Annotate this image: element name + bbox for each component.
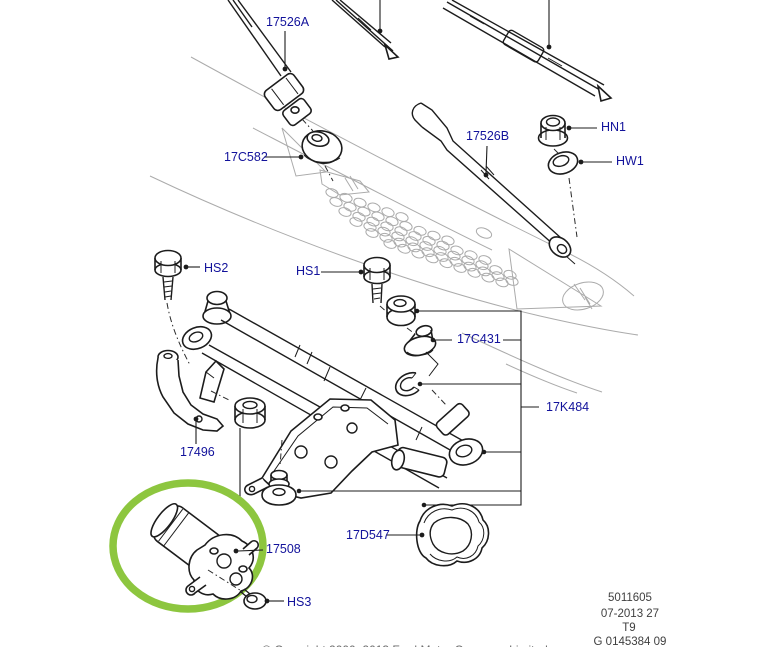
wiper-arm-b: [411, 102, 576, 265]
group-bracket-17k484: [296, 308, 539, 508]
callout-17508[interactable]: 17508: [266, 542, 301, 556]
linkage-17k484: [181, 290, 484, 499]
callout-HS3[interactable]: HS3: [287, 595, 311, 609]
retaining-clip: [394, 371, 420, 397]
wiper-blade-b: [442, 0, 613, 103]
cowl-panel-outline: [149, 56, 639, 394]
pivot-cap-17c582: [301, 130, 343, 182]
callout-17K484[interactable]: 17K484: [546, 400, 589, 414]
grommet-lower: [261, 439, 297, 506]
callout-17C431[interactable]: 17C431: [457, 332, 501, 346]
copyright-line: © Copyright 2000, 2013 Ford Motor Compan…: [262, 643, 548, 647]
bracket-17496: [155, 349, 232, 432]
washer-hw1: [547, 151, 579, 238]
cowl-vent-pattern: [325, 188, 519, 288]
bolt-hs1: [363, 256, 397, 321]
highlight-circle: [109, 479, 267, 613]
callout-17526B[interactable]: 17526B: [466, 129, 509, 143]
assembly-axis: [425, 351, 448, 407]
doc-number: 5011605: [608, 592, 652, 604]
wiper-blade-end: [331, 0, 400, 60]
wiper-motor-17508: [150, 503, 260, 600]
callout-17496[interactable]: 17496: [180, 445, 215, 459]
callout-17D547[interactable]: 17D547: [346, 528, 390, 542]
callout-HS1[interactable]: HS1: [296, 264, 320, 278]
callout-HS2[interactable]: HS2: [204, 261, 228, 275]
footer-block: 5011605 07-2013 27 T9 G 0145384 09 © Cop…: [262, 592, 666, 647]
drawing-number: G 0145384 09: [594, 636, 667, 647]
callout-labels: 17526A 17C582 17526B HN1 HW1 HS2 HS1 17C…: [180, 15, 644, 609]
mount-nut: [234, 397, 266, 502]
date-code: 07-2013 27: [601, 608, 659, 620]
wiper-arm-a: [227, 0, 314, 132]
grommet-upper: [386, 295, 416, 335]
leader-lines: [183, 0, 612, 604]
nut-hn1: [537, 114, 569, 156]
sheet-code: T9: [622, 622, 635, 634]
callout-17C582[interactable]: 17C582: [224, 150, 268, 164]
callout-HW1[interactable]: HW1: [616, 154, 644, 168]
callout-17526A[interactable]: 17526A: [266, 15, 310, 29]
cover-17d547: [415, 503, 490, 567]
callout-HN1[interactable]: HN1: [601, 120, 626, 134]
bushing-17c431: [403, 324, 437, 357]
bolt-hs2: [154, 249, 191, 366]
